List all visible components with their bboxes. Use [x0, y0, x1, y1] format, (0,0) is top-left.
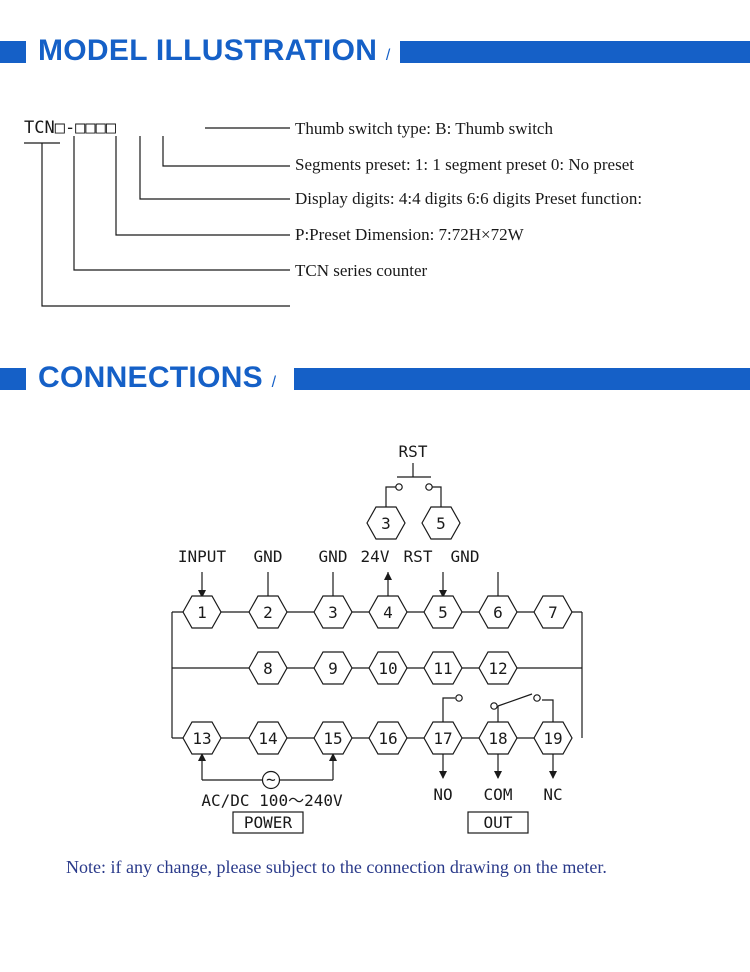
label-input: INPUT: [178, 547, 227, 566]
terminal-19-label: 19: [543, 729, 562, 748]
terminal-1-label: 1: [197, 603, 207, 622]
rst-switch-label: RST: [399, 442, 428, 461]
terminal-5-hex: [421, 506, 461, 540]
terminal-14-hex: [248, 721, 288, 755]
terminal-4-hex: [368, 595, 408, 629]
contact-circles: [395, 483, 541, 710]
terminal-6-hex: [478, 595, 518, 629]
terminal-2-label: 2: [263, 603, 273, 622]
model-code: TCN□-□□□□: [24, 118, 117, 138]
terminal-3-label: 3: [328, 603, 338, 622]
terminal-19-hex: [533, 721, 573, 755]
terminal-3-label: 3: [381, 514, 391, 533]
terminal-3-hex: [366, 506, 406, 540]
arrowheads: [198, 572, 557, 779]
label-rst: RST: [404, 547, 433, 566]
model-title-slash: /: [385, 47, 391, 64]
out-label-no: NO: [433, 785, 452, 804]
terminal-9-label: 9: [328, 659, 338, 678]
terminal-8-label: 8: [263, 659, 273, 678]
terminal-5-label: 5: [436, 514, 446, 533]
connections-header-bar-left: [0, 368, 26, 390]
terminal-17-hex: [423, 721, 463, 755]
label-24v: 24V: [361, 547, 390, 566]
connections-title-text: CONNECTIONS: [38, 361, 263, 394]
desc-segments-preset: Segments preset: 1: 1 segment preset 0: …: [295, 155, 634, 174]
power-range-label: AC/DC 100～240V: [201, 791, 343, 810]
ac-symbol: ~: [266, 770, 276, 789]
terminal-16-label: 16: [378, 729, 397, 748]
terminal-15-label: 15: [323, 729, 342, 748]
label-gnd-3: GND: [319, 547, 348, 566]
terminal-11-hex: [423, 651, 463, 685]
terminal-1-hex: [182, 595, 222, 629]
terminal-5-hex: [423, 595, 463, 629]
out-label: OUT: [484, 813, 513, 832]
terminal-13-hex: [182, 721, 222, 755]
out-label-com: COM: [484, 785, 513, 804]
terminal-17-label: 17: [433, 729, 452, 748]
model-header-bar-left: [0, 41, 26, 63]
desc-series: TCN series counter: [295, 261, 428, 280]
out-label-box: [467, 811, 529, 834]
terminal-18-label: 18: [488, 729, 507, 748]
power-label: POWER: [244, 813, 293, 832]
terminal-18-hex: [478, 721, 518, 755]
ac-source-icon: [261, 770, 281, 790]
terminal-12-label: 12: [488, 659, 507, 678]
terminal-10-label: 10: [378, 659, 397, 678]
model-title-text: MODEL ILLUSTRATION: [38, 34, 378, 67]
terminal-7-hex: [533, 595, 573, 629]
terminal-13-label: 13: [192, 729, 211, 748]
out-label-nc: NC: [543, 785, 562, 804]
connections-header-bar-right: [294, 368, 750, 390]
label-gnd-2: GND: [254, 547, 283, 566]
terminal-3-hex: [313, 595, 353, 629]
terminal-7-label: 7: [548, 603, 558, 622]
model-illustration-title: MODEL ILLUSTRATION /: [38, 34, 391, 68]
terminal-4-label: 4: [383, 603, 393, 622]
terminal-10-hex: [368, 651, 408, 685]
connections-title-slash: /: [271, 374, 277, 391]
terminal-16-hex: [368, 721, 408, 755]
power-label-box: [232, 811, 304, 834]
terminal-11-label: 11: [433, 659, 452, 678]
terminal-12-hex: [478, 651, 518, 685]
desc-preset-dimension: P:Preset Dimension: 7:72H×72W: [295, 225, 525, 244]
label-gnd-5: GND: [451, 547, 480, 566]
terminal-8-hex: [248, 651, 288, 685]
desc-thumb-switch: Thumb switch type: B: Thumb switch: [295, 119, 553, 138]
terminal-15-hex: [313, 721, 353, 755]
desc-display-digits: Display digits: 4:4 digits 6:6 digits Pr…: [295, 189, 642, 208]
connection-note: Note: if any change, please subject to t…: [66, 857, 607, 877]
terminal-9-hex: [313, 651, 353, 685]
terminal-5-label: 5: [438, 603, 448, 622]
terminal-2-hex: [248, 595, 288, 629]
terminal-6-label: 6: [493, 603, 503, 622]
terminal-14-label: 14: [258, 729, 277, 748]
connections-title: CONNECTIONS /: [38, 361, 276, 395]
model-code-diagram: [24, 127, 290, 307]
model-header-bar-right: [400, 41, 750, 63]
